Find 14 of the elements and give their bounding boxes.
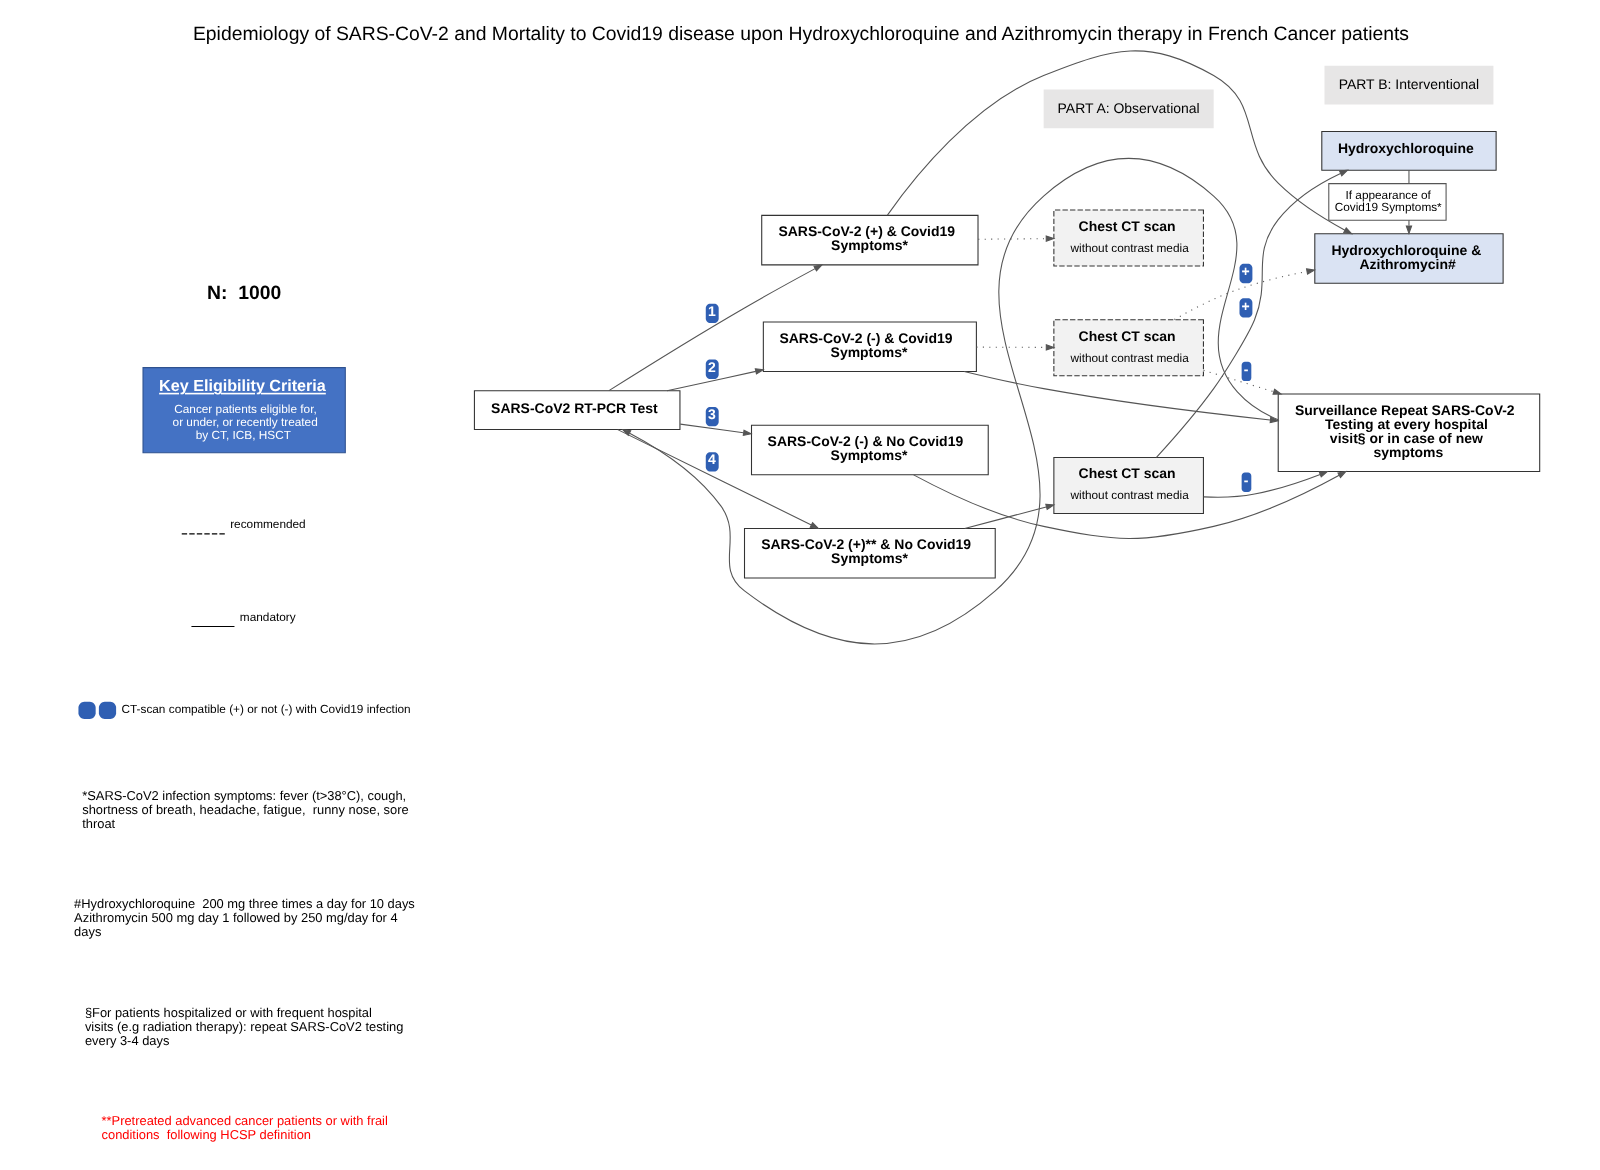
arrow — [616, 429, 819, 530]
arrow — [665, 368, 764, 392]
diagram-title: Epidemiology of SARS-CoV-2 and Mortality to Covid19 disease upon Hydroxychloroquine and Azithromycin therapy in French Cancer patients — [191, 24, 1409, 47]
arrow — [962, 370, 1279, 424]
node-label: N: 1000 — [206, 282, 281, 305]
arrow — [974, 344, 1055, 351]
arrow — [607, 264, 823, 392]
arrow — [620, 157, 1278, 645]
arrow — [1202, 369, 1282, 395]
arrow — [885, 50, 1353, 235]
arrow — [678, 423, 752, 437]
arrow — [963, 503, 1055, 530]
arrow — [1154, 169, 1348, 458]
arrow — [976, 235, 1055, 243]
